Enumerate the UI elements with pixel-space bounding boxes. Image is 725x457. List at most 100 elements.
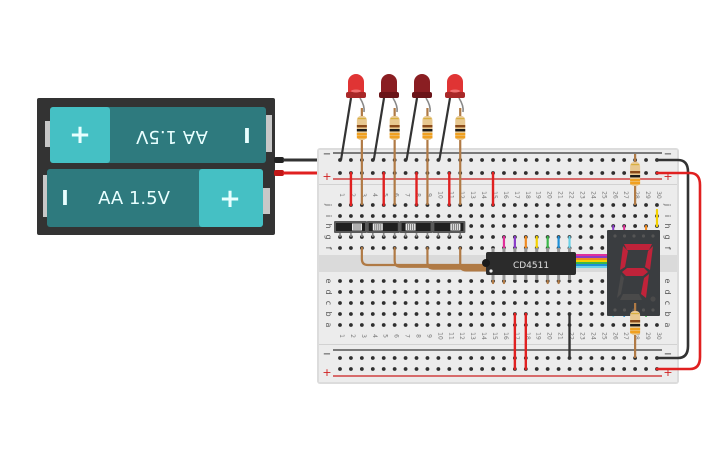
hole[interactable] bbox=[469, 279, 474, 283]
hole[interactable] bbox=[480, 312, 484, 316]
hole[interactable] bbox=[600, 203, 605, 207]
hole[interactable] bbox=[655, 323, 659, 327]
hole[interactable] bbox=[447, 323, 452, 327]
hole[interactable] bbox=[556, 301, 561, 305]
hole[interactable] bbox=[403, 367, 408, 371]
hole[interactable] bbox=[414, 367, 419, 371]
hole[interactable] bbox=[534, 323, 539, 327]
hole[interactable] bbox=[403, 290, 408, 294]
hole[interactable] bbox=[600, 246, 605, 250]
hole[interactable] bbox=[589, 367, 594, 371]
hole[interactable] bbox=[480, 235, 484, 239]
hole[interactable] bbox=[436, 203, 441, 207]
hole[interactable] bbox=[578, 214, 583, 218]
hole[interactable] bbox=[480, 171, 484, 175]
hole[interactable] bbox=[458, 312, 463, 316]
hole[interactable] bbox=[458, 323, 463, 327]
hole[interactable] bbox=[600, 301, 605, 305]
hole[interactable] bbox=[556, 356, 561, 360]
hole[interactable] bbox=[338, 356, 342, 360]
hole[interactable] bbox=[644, 158, 648, 162]
hole[interactable] bbox=[436, 323, 441, 327]
hole[interactable] bbox=[349, 301, 353, 305]
hole[interactable] bbox=[480, 301, 484, 305]
hole[interactable] bbox=[425, 290, 430, 294]
hole[interactable] bbox=[523, 171, 528, 175]
slide-switch-4[interactable] bbox=[432, 221, 466, 237]
hole[interactable] bbox=[425, 312, 430, 316]
hole[interactable] bbox=[611, 158, 616, 162]
hole[interactable] bbox=[370, 290, 375, 294]
hole[interactable] bbox=[502, 158, 506, 162]
hole[interactable] bbox=[458, 290, 463, 294]
hole[interactable] bbox=[392, 301, 397, 305]
hole[interactable] bbox=[469, 246, 474, 250]
hole[interactable] bbox=[403, 171, 408, 175]
hole[interactable] bbox=[436, 301, 441, 305]
hole[interactable] bbox=[644, 203, 648, 207]
hole[interactable] bbox=[578, 235, 583, 239]
hole[interactable] bbox=[370, 246, 375, 250]
hole[interactable] bbox=[502, 290, 506, 294]
hole[interactable] bbox=[458, 214, 463, 218]
hole[interactable] bbox=[556, 312, 561, 316]
hole[interactable] bbox=[338, 323, 342, 327]
hole[interactable] bbox=[567, 214, 572, 218]
hole[interactable] bbox=[425, 279, 430, 283]
hole[interactable] bbox=[414, 279, 419, 283]
hole[interactable] bbox=[611, 203, 616, 207]
hole[interactable] bbox=[600, 171, 605, 175]
hole[interactable] bbox=[349, 356, 353, 360]
hole[interactable] bbox=[567, 224, 572, 228]
hole[interactable] bbox=[480, 214, 484, 218]
hole[interactable] bbox=[600, 356, 605, 360]
hole[interactable] bbox=[491, 158, 495, 162]
hole[interactable] bbox=[392, 356, 397, 360]
display-resistor-top[interactable] bbox=[630, 154, 641, 205]
hole[interactable] bbox=[534, 224, 539, 228]
hole[interactable] bbox=[447, 290, 452, 294]
hole[interactable] bbox=[600, 279, 605, 283]
hole[interactable] bbox=[523, 279, 528, 283]
hole[interactable] bbox=[534, 203, 539, 207]
hole[interactable] bbox=[502, 224, 506, 228]
hole[interactable] bbox=[589, 171, 594, 175]
hole[interactable] bbox=[655, 203, 659, 207]
hole[interactable] bbox=[622, 323, 627, 327]
hole[interactable] bbox=[436, 312, 441, 316]
hole[interactable] bbox=[425, 356, 430, 360]
hole[interactable] bbox=[633, 367, 638, 371]
hole[interactable] bbox=[480, 367, 484, 371]
hole[interactable] bbox=[436, 171, 441, 175]
hole[interactable] bbox=[338, 246, 342, 250]
hole[interactable] bbox=[349, 279, 353, 283]
hole[interactable] bbox=[425, 301, 430, 305]
hole[interactable] bbox=[502, 312, 506, 316]
hole[interactable] bbox=[338, 301, 342, 305]
hole[interactable] bbox=[392, 367, 397, 371]
hole[interactable] bbox=[392, 323, 397, 327]
hole[interactable] bbox=[589, 158, 594, 162]
hole[interactable] bbox=[578, 171, 583, 175]
hole[interactable] bbox=[381, 246, 386, 250]
hole[interactable] bbox=[512, 301, 517, 305]
slide-switch-1[interactable] bbox=[334, 221, 367, 237]
hole[interactable] bbox=[447, 158, 452, 162]
hole[interactable] bbox=[469, 158, 474, 162]
hole[interactable] bbox=[567, 301, 572, 305]
hole[interactable] bbox=[370, 301, 375, 305]
switch-knob[interactable] bbox=[372, 223, 383, 231]
hole[interactable] bbox=[512, 158, 517, 162]
hole[interactable] bbox=[447, 246, 452, 250]
hole[interactable] bbox=[556, 290, 561, 294]
hole[interactable] bbox=[414, 158, 419, 162]
hole[interactable] bbox=[545, 171, 550, 175]
hole[interactable] bbox=[370, 214, 375, 218]
cd4511-chip[interactable]: CD4511 bbox=[482, 252, 576, 275]
hole[interactable] bbox=[436, 356, 441, 360]
hole[interactable] bbox=[381, 158, 386, 162]
hole[interactable] bbox=[502, 203, 506, 207]
hole[interactable] bbox=[338, 279, 342, 283]
led-resistor[interactable] bbox=[389, 108, 400, 205]
hole[interactable] bbox=[480, 246, 484, 250]
